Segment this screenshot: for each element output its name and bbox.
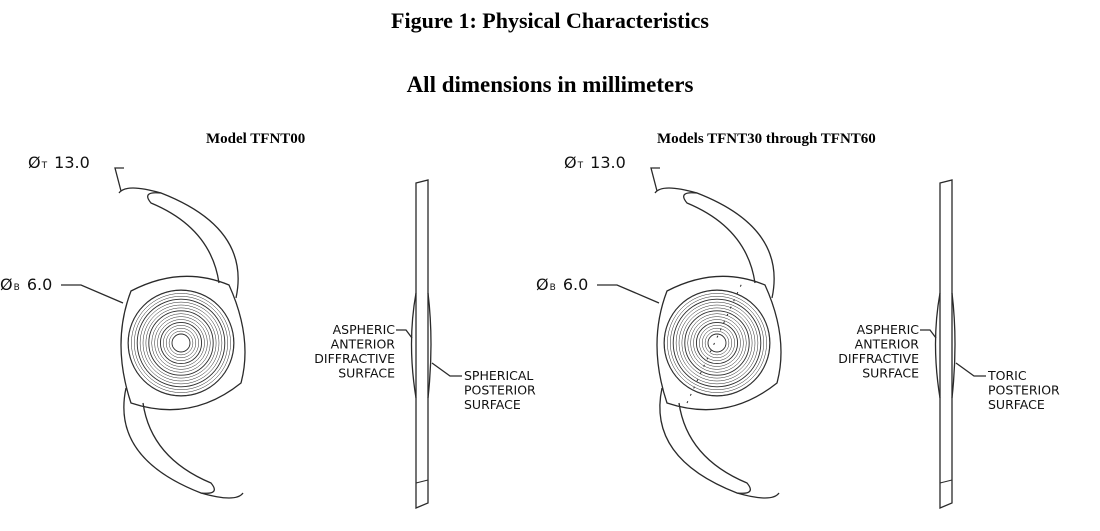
diffractive-ring <box>139 301 223 385</box>
overall-diameter-label: ØT 13.0 <box>28 153 90 172</box>
model-label-left: Model TFNT00 <box>206 131 306 147</box>
diffractive-ring <box>687 313 747 373</box>
optic-edge <box>127 289 235 397</box>
diffractive-ring <box>163 325 199 361</box>
side-profile <box>939 179 953 509</box>
lower-haptic <box>123 387 215 494</box>
figure-title: Figure 1: Physical Characteristics <box>391 8 709 33</box>
diffractive-ring <box>171 333 191 353</box>
lower-haptic-tip <box>200 492 244 499</box>
body-diameter-leader <box>597 284 660 304</box>
diffractive-ring <box>681 307 753 379</box>
diffractive-ring <box>670 296 764 390</box>
overall-diameter-leader <box>650 167 660 192</box>
diffractive-ring <box>684 310 750 376</box>
diffractive-ring <box>168 330 194 356</box>
posterior-callout-leader <box>955 362 986 377</box>
optic-body <box>656 275 782 411</box>
upper-haptic <box>147 192 239 299</box>
diffractive-ring <box>707 333 727 353</box>
diffractive-ring <box>134 296 228 390</box>
diffractive-ring <box>664 290 770 396</box>
diffractive-ring <box>678 304 756 382</box>
side-anterior-surface <box>934 292 941 399</box>
figure-subtitle: All dimensions in millimeters <box>406 72 694 97</box>
diffractive-ring <box>690 316 744 370</box>
toric-axis-marks <box>686 282 743 404</box>
optic-edge <box>663 289 771 397</box>
diffractive-ring <box>154 316 208 370</box>
diffractive-ring <box>675 301 759 385</box>
side-posterior-surface <box>427 292 432 399</box>
side-posterior-surface <box>951 292 956 399</box>
optic-body <box>120 275 246 411</box>
diffractive-ring <box>148 310 214 376</box>
lower-haptic-tip <box>736 492 780 499</box>
diffractive-ring <box>667 293 767 393</box>
diffractive-ring <box>159 321 203 365</box>
body-diameter-leader <box>61 284 124 304</box>
side-profile <box>415 179 429 509</box>
diffractive-ring <box>699 325 735 361</box>
diffractive-ring <box>131 293 231 393</box>
diffractive-ring <box>151 313 211 373</box>
diffractive-ring <box>142 304 220 382</box>
diffractive-ring <box>701 327 733 359</box>
upper-haptic-tip <box>654 187 698 194</box>
anterior-callout-leader <box>396 329 413 339</box>
diffractive-ring <box>145 307 217 379</box>
diffractive-ring <box>693 319 741 367</box>
diffractive-ring <box>165 327 197 359</box>
body-diameter-label: ØB 6.0 <box>536 275 588 294</box>
diffractive-ring <box>695 321 739 365</box>
upper-haptic-tip <box>118 187 162 194</box>
side-haptic-break <box>415 479 429 484</box>
side-haptic-break <box>939 479 953 484</box>
side-anterior-surface <box>410 292 417 399</box>
diffractive-ring <box>136 298 226 388</box>
body-diameter-label: ØB 6.0 <box>0 275 52 294</box>
diffractive-ring <box>704 330 730 356</box>
diffractive-ring <box>128 290 234 396</box>
model-label-right: Models TFNT30 through TFNT60 <box>657 131 876 147</box>
overall-diameter-label: ØT 13.0 <box>564 153 626 172</box>
upper-haptic <box>683 192 775 299</box>
posterior-callout-leader <box>431 362 462 377</box>
anterior-callout-leader <box>920 329 937 339</box>
diffractive-ring <box>157 319 205 367</box>
overall-diameter-leader <box>114 167 124 192</box>
diffractive-ring <box>672 298 762 388</box>
lower-haptic <box>659 387 751 494</box>
